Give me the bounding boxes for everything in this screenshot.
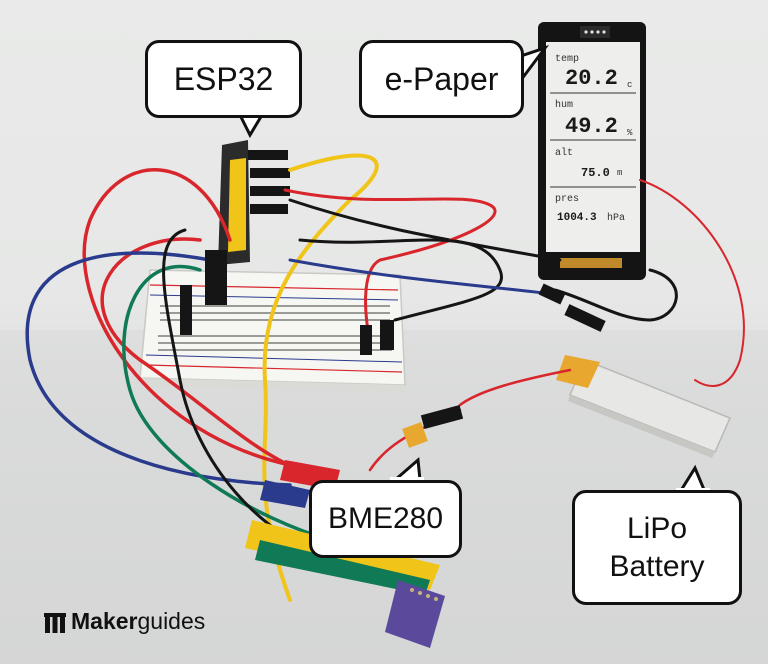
esp32-board	[218, 140, 290, 265]
pres-unit: hPa	[607, 213, 626, 224]
logo-text-bold: Maker	[71, 608, 138, 634]
pres-value: 1004.3	[557, 212, 597, 224]
hum-label: hum	[555, 100, 574, 111]
epaper-callout-text: e-Paper	[384, 60, 499, 97]
lipo-callout-line1: LiPo	[626, 512, 688, 545]
alt-label: alt	[555, 148, 574, 159]
lipo-callout: LiPo Battery	[572, 490, 742, 605]
lipo-callout-line2: Battery	[609, 549, 705, 583]
bme280-callout: BME280	[309, 480, 462, 558]
alt-value: 75.0	[581, 166, 610, 180]
logo-text-regular: guides	[137, 608, 206, 634]
hum-value: 49.2	[565, 114, 618, 139]
epaper-module	[538, 22, 646, 280]
esp32-callout: ESP32	[145, 40, 302, 118]
epaper-screen: temp 20.2 c hum 49.2 % alt 75.0 m pres 1…	[551, 48, 638, 238]
temp-value: 20.2	[565, 66, 618, 91]
alt-unit: m	[617, 168, 623, 178]
connector-housings	[180, 250, 606, 429]
hum-unit: %	[627, 128, 633, 138]
pres-label: pres	[555, 194, 580, 205]
epaper-callout: e-Paper	[359, 40, 524, 118]
temp-unit: c	[627, 80, 633, 90]
makerguides-logo-icon	[44, 612, 66, 633]
esp32-callout-text: ESP32	[173, 60, 274, 97]
lipo-battery	[556, 355, 731, 458]
temp-label: temp	[555, 54, 580, 65]
bme280-callout-text: BME280	[327, 502, 444, 535]
